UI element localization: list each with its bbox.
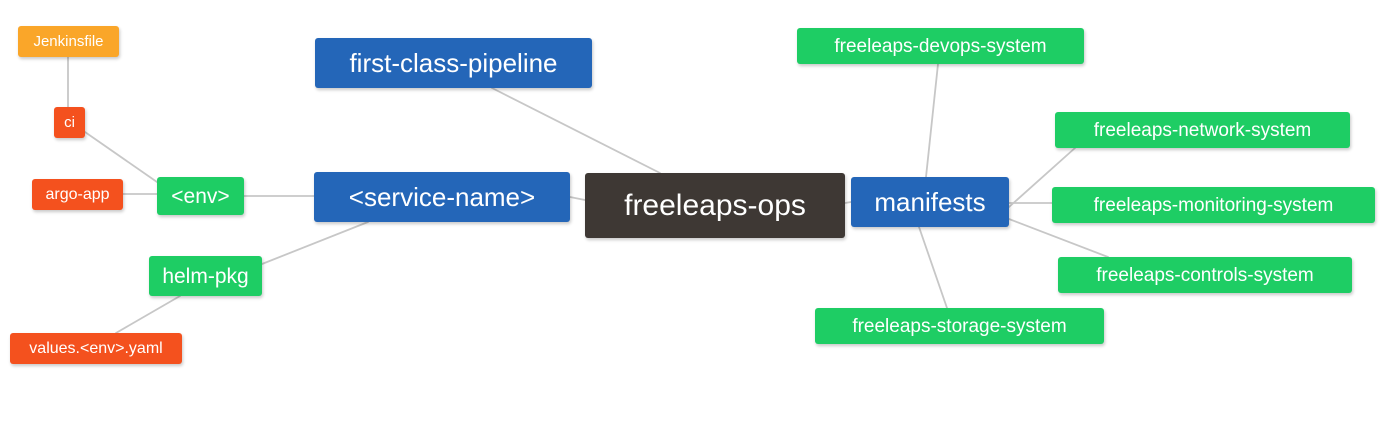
node-jenkinsfile[interactable]: Jenkinsfile <box>18 26 119 57</box>
node-label-service-name: <service-name> <box>348 182 536 212</box>
node-label-argo-app: argo-app <box>45 185 110 203</box>
node-values-yaml[interactable]: values.<env>.yaml <box>10 333 182 364</box>
node-ci[interactable]: ci <box>54 107 85 138</box>
node-label-manifests: manifests <box>874 187 986 217</box>
node-root[interactable]: freeleaps-ops <box>585 173 845 238</box>
edge-manifests-controls-system <box>1008 218 1109 258</box>
node-network-system[interactable]: freeleaps-network-system <box>1055 112 1350 148</box>
node-controls-system[interactable]: freeleaps-controls-system <box>1058 257 1352 293</box>
edge-root-service-name <box>569 196 586 201</box>
node-devops-system[interactable]: freeleaps-devops-system <box>797 28 1084 64</box>
edge-root-first-class-pipeline <box>491 87 661 174</box>
node-env[interactable]: <env> <box>157 177 244 215</box>
node-label-jenkinsfile: Jenkinsfile <box>33 33 104 50</box>
edge-manifests-devops-system <box>925 63 939 178</box>
node-manifests[interactable]: manifests <box>851 177 1009 227</box>
node-label-storage-system: freeleaps-storage-system <box>852 315 1067 337</box>
node-label-env: <env> <box>171 184 230 208</box>
node-label-devops-system: freeleaps-devops-system <box>834 35 1047 57</box>
edge-env-ci <box>84 131 158 183</box>
node-label-monitoring-system: freeleaps-monitoring-system <box>1093 194 1334 216</box>
node-first-class-pipeline[interactable]: first-class-pipeline <box>315 38 592 88</box>
edge-manifests-storage-system <box>918 226 948 309</box>
node-helm-pkg[interactable]: helm-pkg <box>149 256 262 296</box>
node-label-network-system: freeleaps-network-system <box>1093 119 1312 141</box>
node-label-controls-system: freeleaps-controls-system <box>1096 264 1314 286</box>
node-label-values-yaml: values.<env>.yaml <box>29 339 163 357</box>
node-label-ci: ci <box>64 114 75 131</box>
node-monitoring-system[interactable]: freeleaps-monitoring-system <box>1052 187 1375 223</box>
node-service-name[interactable]: <service-name> <box>314 172 570 222</box>
edge-service-name-helm-pkg <box>261 221 369 265</box>
node-storage-system[interactable]: freeleaps-storage-system <box>815 308 1104 344</box>
node-label-root: freeleaps-ops <box>624 188 806 222</box>
node-argo-app[interactable]: argo-app <box>32 179 123 210</box>
edge-helm-pkg-values-yaml <box>115 295 181 334</box>
node-label-helm-pkg: helm-pkg <box>162 264 249 288</box>
node-label-first-class-pipeline: first-class-pipeline <box>349 48 558 78</box>
